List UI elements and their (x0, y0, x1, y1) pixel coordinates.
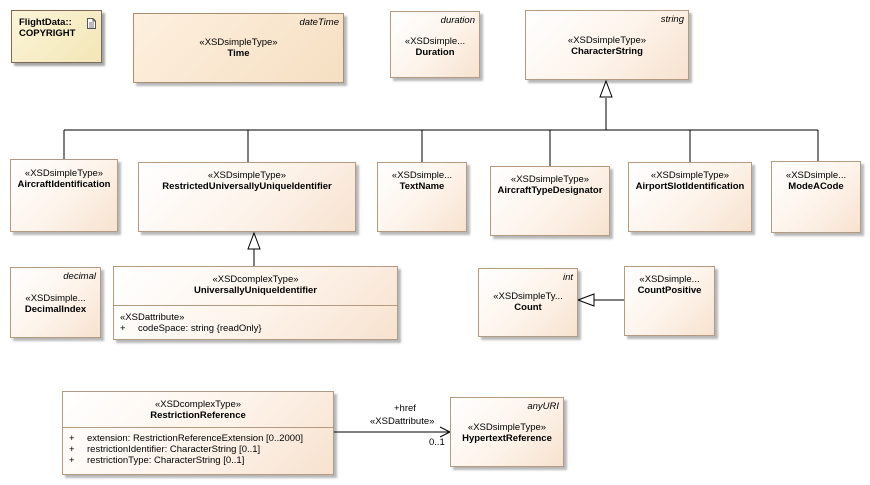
class-name: CountPositive (637, 285, 702, 296)
class-tag: dateTime (299, 17, 339, 28)
attribute-row[interactable]: + restrictionType: CharacterString [0..1] (69, 455, 329, 466)
class-name: TextName (399, 181, 445, 192)
class-uuid[interactable]: «XSDcomplexType» UniversallyUniqueIdenti… (113, 266, 398, 340)
class-name: HypertextReference (462, 433, 552, 444)
class-hypertext-reference[interactable]: anyURI «XSDsimpleType» HypertextReferenc… (450, 397, 564, 467)
class-text-name[interactable]: «XSDsimple... TextName (377, 162, 467, 232)
attribute-text: restrictionIdentifier: CharacterString [… (87, 444, 261, 455)
class-tag: decimal (63, 271, 96, 282)
note-line-copyright: COPYRIGHT (19, 28, 76, 39)
visibility-marker: + (69, 444, 75, 455)
attribute-separator (114, 305, 397, 306)
class-character-string[interactable]: string «XSDsimpleType» CharacterString (525, 10, 689, 80)
attribute-text: restrictionType: CharacterString [0..1] (87, 455, 245, 466)
class-time[interactable]: dateTime «XSDsimpleType» Time (133, 13, 344, 83)
attribute-row[interactable]: + extension: RestrictionReferenceExtensio… (69, 433, 329, 444)
class-tag: anyURI (527, 401, 559, 412)
attribute-row[interactable]: + restrictionIdentifier: CharacterString … (69, 444, 329, 455)
class-name: Count (514, 302, 542, 313)
attribute-stereotype: «XSDattribute» (120, 312, 185, 323)
class-stereotype: «XSDsimpleType» (567, 35, 647, 46)
visibility-marker: + (69, 455, 75, 466)
class-name: AircraftIdentification (17, 179, 111, 190)
class-name: ModeACode (788, 181, 844, 192)
generalization-arrowhead-count (576, 293, 595, 307)
class-name: Duration (415, 47, 455, 58)
class-tag: int (562, 272, 573, 283)
class-duration[interactable]: duration «XSDsimple... Duration (390, 11, 480, 78)
class-aircraft-identification[interactable]: «XSDsimpleType» AircraftIdentification (10, 159, 118, 232)
class-stereotype: «XSDsimple... (391, 170, 453, 181)
class-stereotype: «XSDsimpleType» (24, 168, 104, 179)
class-aircraft-type-designator[interactable]: «XSDsimpleType» AircraftTypeDesignator (490, 166, 610, 236)
class-stereotype: «XSDcomplexType» (154, 399, 242, 410)
class-stereotype: «XSDsimple... (785, 170, 847, 181)
class-stereotype: «XSDsimpleType» (207, 170, 287, 181)
class-count[interactable]: int «XSDsimpleTy... Count (478, 268, 578, 337)
class-stereotype: «XSDcomplexType» (212, 274, 299, 285)
attribute-list: «XSDattribute» + codeSpace: string {readO… (120, 312, 393, 334)
class-stereotype: «XSDsimpleType» (650, 170, 730, 181)
class-stereotype: «XSDsimpleType» (199, 37, 278, 48)
class-name: AirportSlotIdentification (635, 181, 745, 192)
class-restriction-reference[interactable]: «XSDcomplexType» RestrictionReference + e… (62, 391, 334, 475)
generalization-arrowhead-character-string (599, 79, 613, 98)
class-tag: duration (440, 15, 475, 26)
class-stereotype: «XSDsimple... (404, 36, 466, 47)
association-role-label: +href (394, 403, 416, 414)
class-stereotype: «XSDsimpleTy... (493, 291, 563, 302)
class-tag: string (660, 14, 684, 25)
class-name: CharacterString (571, 46, 643, 57)
attribute-row[interactable]: + codeSpace: string {readOnly} (120, 323, 393, 334)
association-stereotype-label: «XSDattribute» (370, 416, 435, 427)
package-note: FlightData:: COPYRIGHT (11, 10, 102, 63)
class-restricted-uuid[interactable]: «XSDsimpleType» RestrictedUniversallyUni… (138, 162, 356, 232)
attribute-separator (63, 427, 333, 428)
class-name: RestrictionReference (150, 410, 246, 421)
class-name: AircraftTypeDesignator (497, 185, 603, 196)
class-stereotype: «XSDsimple... (25, 293, 86, 304)
class-name: Time (227, 48, 250, 59)
class-stereotype: «XSDsimpleType» (467, 422, 547, 433)
class-name: DecimalIndex (24, 304, 87, 315)
class-stereotype: «XSDsimple... (639, 274, 700, 285)
attribute-text: extension: RestrictionReferenceExtension… (87, 433, 303, 444)
visibility-marker: + (69, 433, 75, 444)
class-count-positive[interactable]: «XSDsimple... CountPositive (624, 266, 715, 336)
class-name: RestrictedUniversallyUniqueIdentifier (162, 181, 332, 192)
attribute-text: codeSpace: string {readOnly} (138, 323, 262, 334)
class-decimal-index[interactable]: decimal «XSDsimple... DecimalIndex (10, 267, 101, 338)
class-name: UniversallyUniqueIdentifier (193, 285, 317, 296)
class-airport-slot-identification[interactable]: «XSDsimpleType» AirportSlotIdentificatio… (628, 162, 752, 232)
class-mode-a-code[interactable]: «XSDsimple... ModeACode (771, 161, 861, 233)
generalization-arrowhead-restricted-uuid (247, 231, 261, 250)
association-multiplicity-label: 0..1 (429, 437, 445, 448)
visibility-marker: + (120, 323, 126, 334)
attribute-list: + extension: RestrictionReferenceExtensio… (69, 433, 329, 466)
note-line-package: FlightData:: (19, 17, 72, 28)
class-stereotype: «XSDsimpleType» (510, 174, 590, 185)
document-icon (87, 18, 96, 29)
